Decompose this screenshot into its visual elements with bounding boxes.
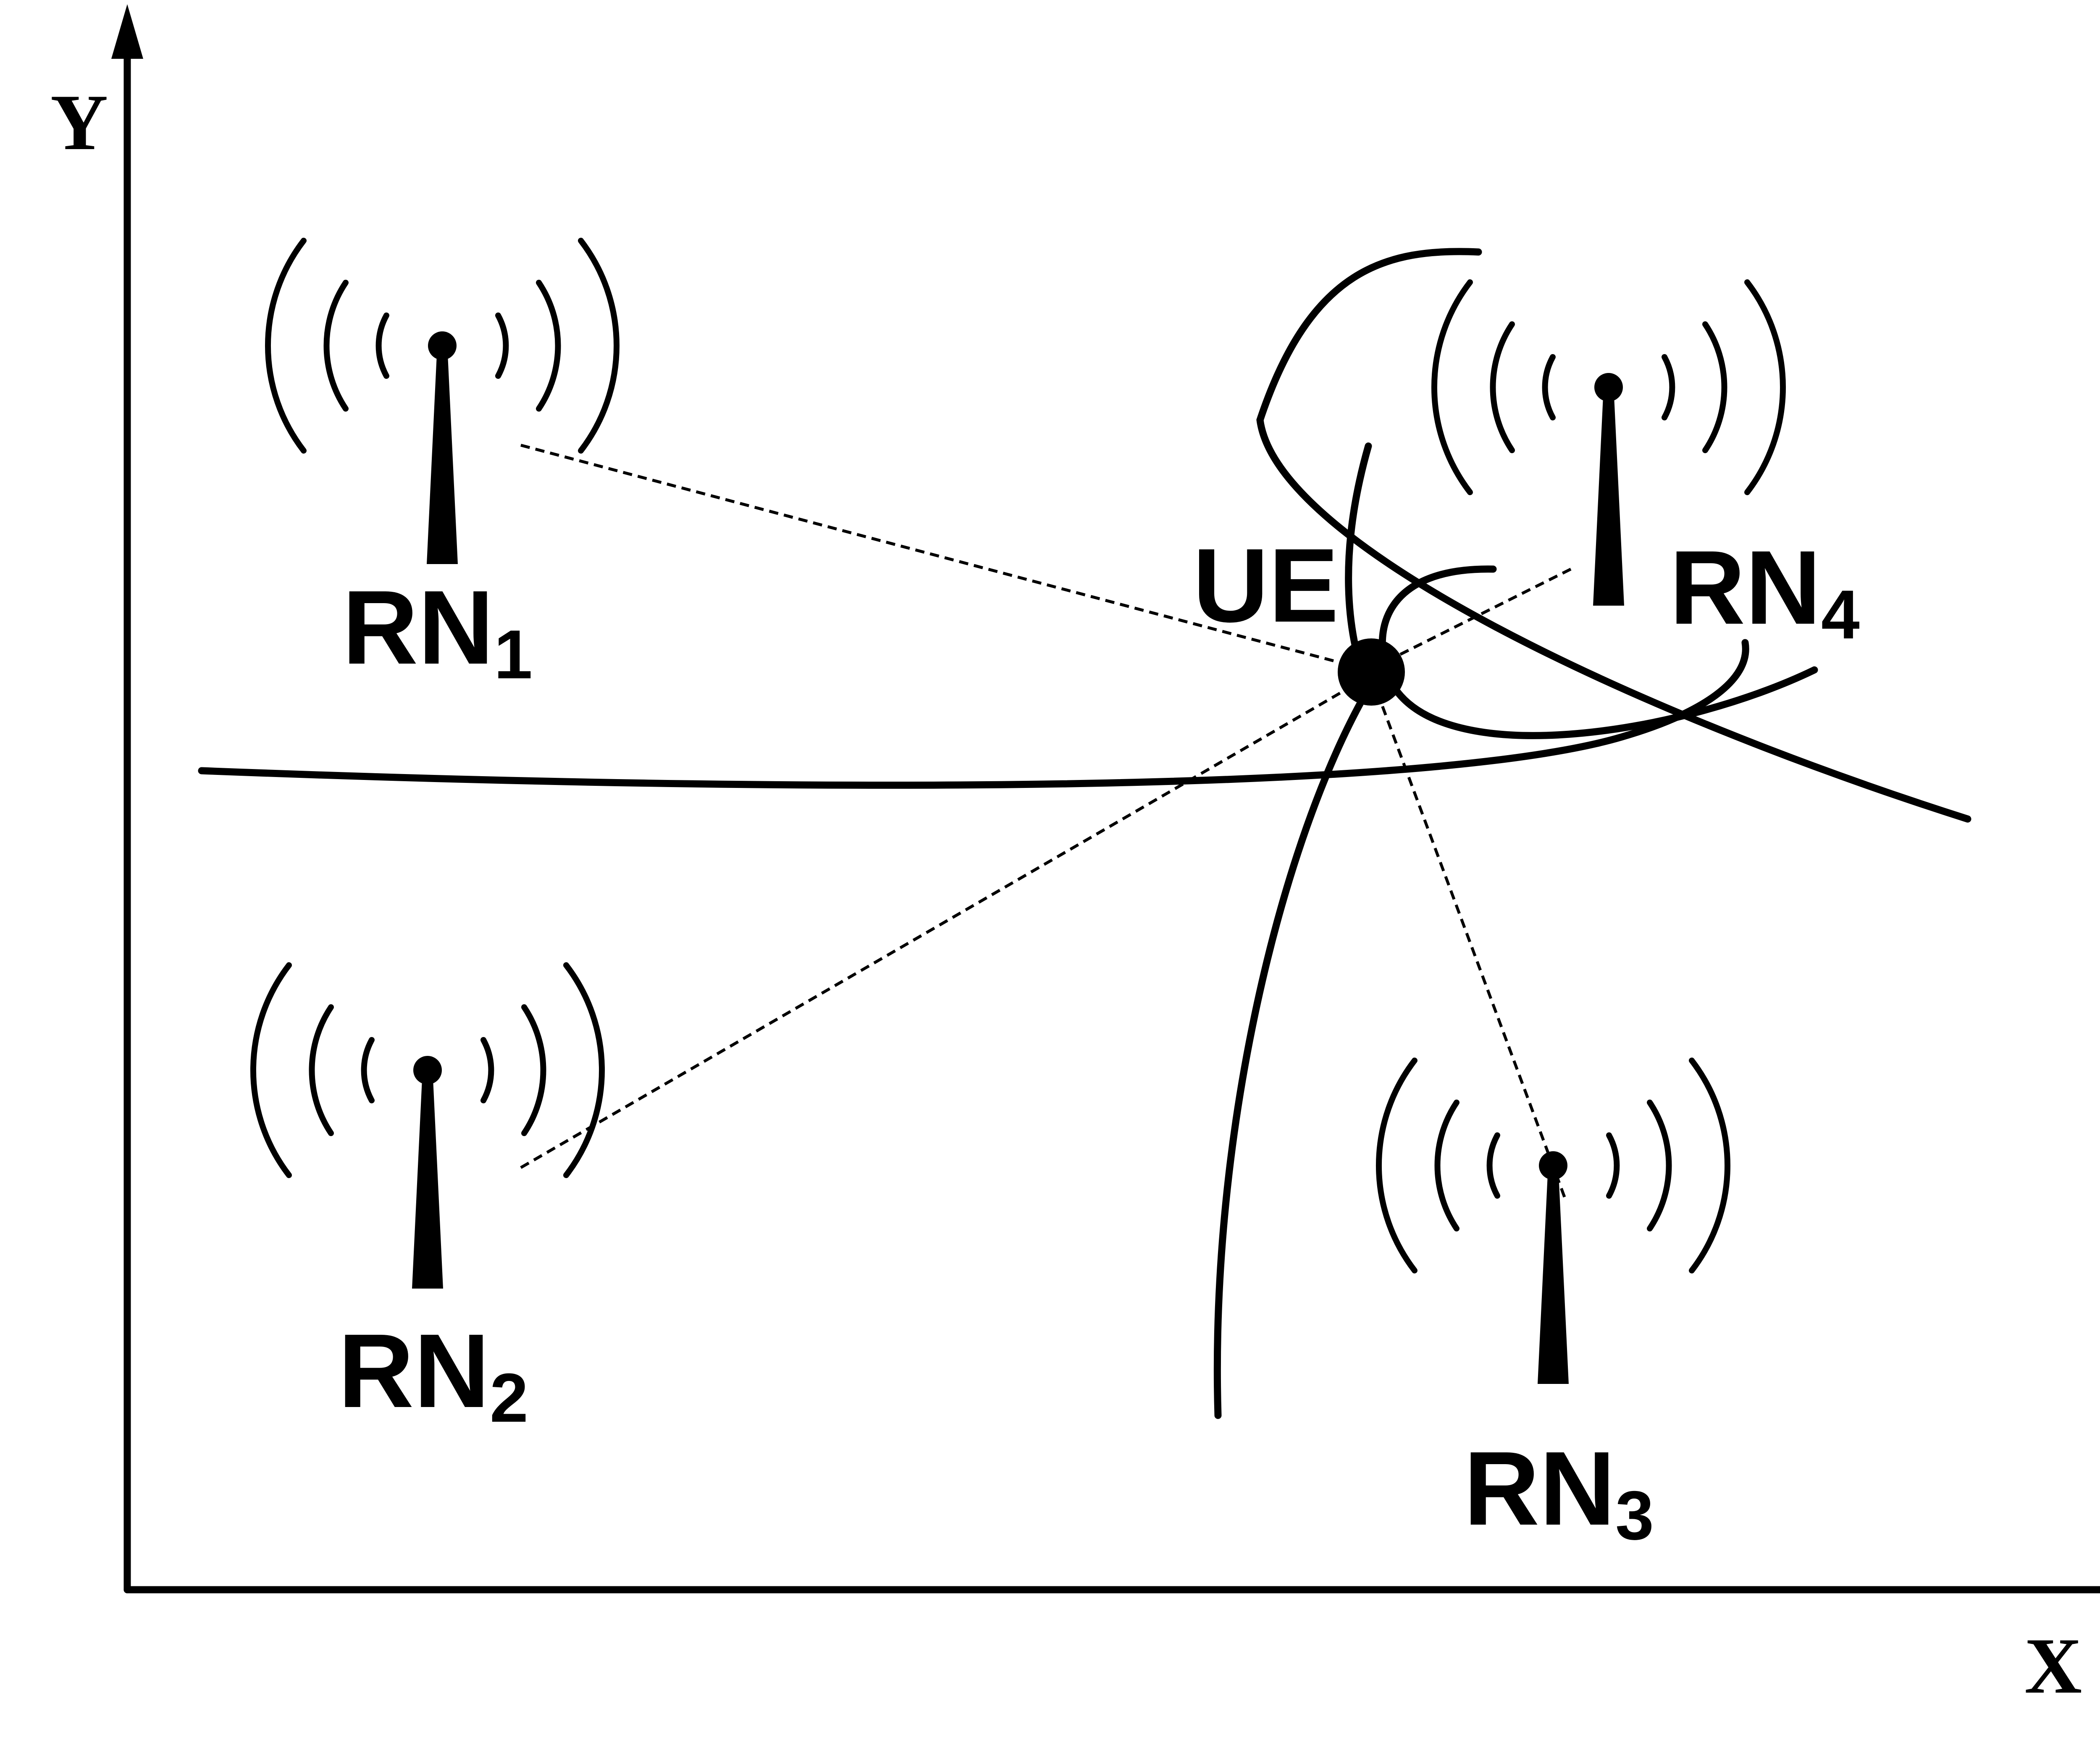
range-curves: [198, 248, 1971, 1419]
y-axis-label: Y: [50, 79, 108, 167]
x-axis-label: X: [2024, 1622, 2082, 1710]
rn3-label: RN3: [1464, 1430, 1654, 1554]
y-axis-arrow: [111, 4, 143, 59]
rn4-label: RN4: [1670, 529, 1860, 653]
range-curve-horizontal: [198, 639, 1749, 789]
rn1-label: RN1: [342, 569, 533, 693]
relay-node-rn2: RN2: [253, 965, 602, 1436]
ue-dot: [1338, 638, 1405, 706]
ue-label: UE: [1193, 527, 1339, 644]
link-rn2-ue: [520, 675, 1370, 1169]
range-curve-hook: [1378, 565, 1818, 739]
relay-node-rn1: RN1: [268, 241, 617, 693]
link-rn1-ue: [520, 444, 1344, 665]
axes: Y X: [50, 4, 2100, 1710]
link-rn4-ue: [1373, 567, 1572, 669]
radio-antenna-icon: [268, 241, 617, 564]
radio-antenna-icon: [253, 965, 602, 1289]
range-curve-vertical: [1213, 442, 1373, 1419]
relay-node-rn4: RN4: [1434, 282, 1860, 653]
link-rn3-ue: [1370, 675, 1566, 1198]
range-curve-loop: [1256, 248, 1971, 823]
rn2-label: RN2: [338, 1312, 528, 1436]
measurement-links: [520, 444, 1572, 1198]
radio-antenna-icon: [1379, 1061, 1727, 1384]
ue-target: UE: [1193, 527, 1405, 706]
relay-node-rn3: RN3: [1379, 1061, 1727, 1554]
